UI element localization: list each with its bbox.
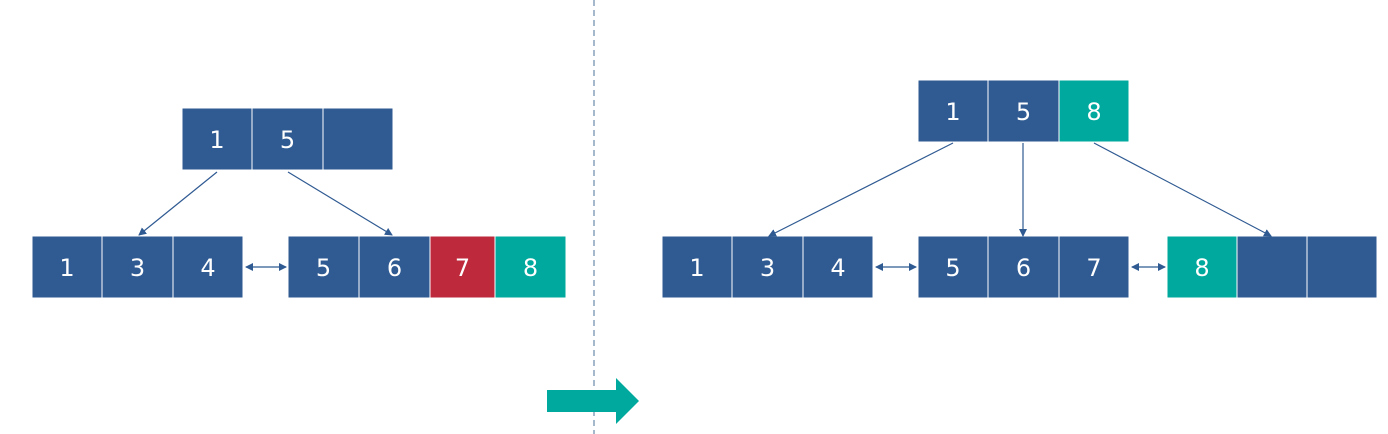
after-pointer-1 [768,142,954,237]
node-cell [731,235,804,299]
node-cell [172,235,244,299]
after-leaf-3: 8 [1166,235,1378,299]
node-key-label: 8 [1194,254,1209,282]
after-root-node: 1 5 8 [917,79,1130,143]
node-key-label: 7 [1086,254,1101,282]
node-key-label: 6 [387,254,402,282]
node-cell [31,235,103,299]
node-cell [1306,235,1378,299]
node-cell [287,235,360,299]
node-key-label: 7 [455,254,470,282]
node-cell [802,235,874,299]
node-key-label: 5 [1016,98,1031,126]
node-key-label: 1 [209,126,224,154]
right-arrow-icon [547,378,639,424]
node-cell [429,235,496,299]
node-cell [661,235,733,299]
node-cell [987,79,1060,143]
node-key-label: 1 [59,254,74,282]
before-pointer-right [287,171,393,236]
node-key-label: 4 [200,254,215,282]
before-leaf-left: 1 3 4 [31,235,244,299]
node-key-label: 1 [945,98,960,126]
node-key-label: 8 [1086,98,1101,126]
node-cell [251,107,324,171]
node-key-label: 5 [280,126,295,154]
node-cell [1166,235,1238,299]
node-cell [101,235,174,299]
node-cell [322,107,394,171]
node-cell [1058,235,1130,299]
node-cell [1058,79,1130,143]
after-leaf-2: 5 6 7 [917,235,1130,299]
after-pointer-3 [1093,142,1272,237]
before-pointer-left [138,171,218,236]
node-key-label: 4 [830,254,845,282]
node-cell [494,235,567,299]
node-cell [181,107,253,171]
node-cell [1236,235,1308,299]
node-key-label: 5 [945,254,960,282]
node-cell [358,235,431,299]
node-cell [917,79,989,143]
node-key-label: 3 [760,254,775,282]
node-key-label: 1 [689,254,704,282]
node-key-label: 5 [316,254,331,282]
after-leaf-1: 1 3 4 [661,235,874,299]
node-key-label: 8 [523,254,538,282]
node-key-label: 3 [130,254,145,282]
node-key-label: 6 [1016,254,1031,282]
before-leaf-right: 5 6 7 8 [287,235,567,299]
